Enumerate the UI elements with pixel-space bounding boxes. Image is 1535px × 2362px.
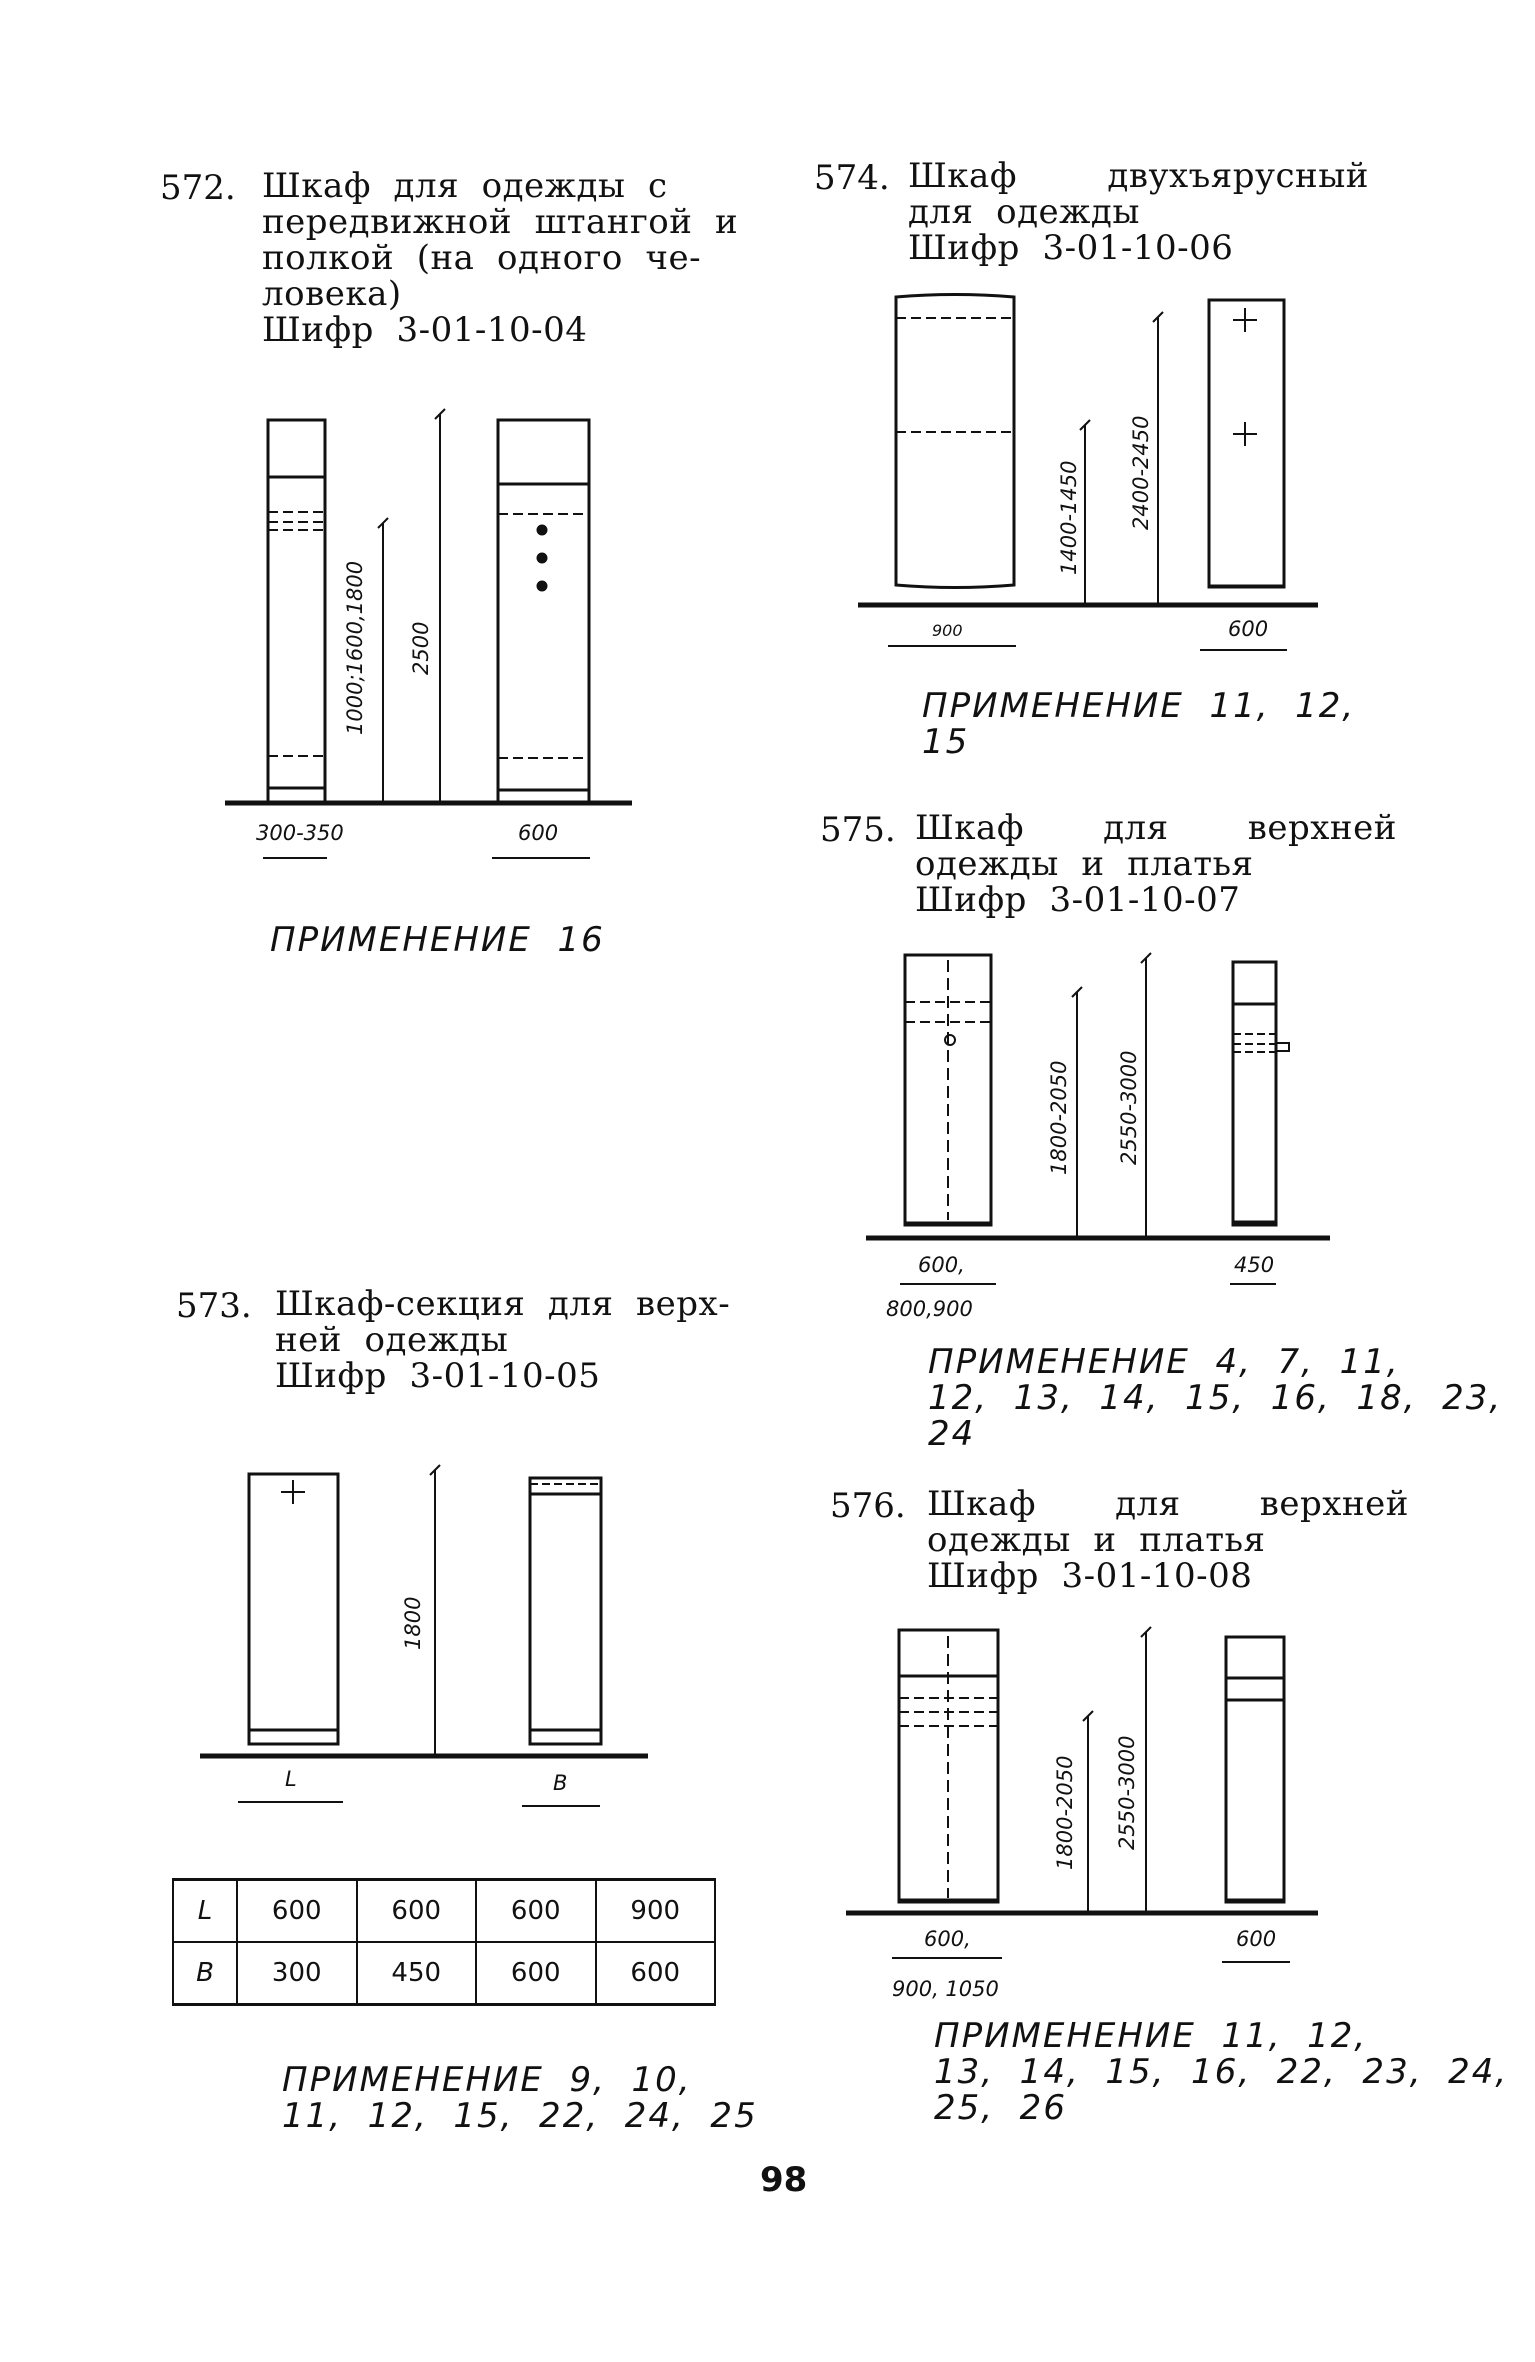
item-572-application: ПРИМЕНЕНИЕ 16 <box>270 922 605 958</box>
drawing-572 <box>225 408 632 859</box>
title-line: Шкаф двухъярусный <box>908 156 1369 196</box>
dim-575-height-range: 1800-2050 <box>1047 1061 1071 1175</box>
application-line: ПРИМЕНЕНИЕ 16 <box>270 920 605 960</box>
table-cell: 600 <box>476 1942 597 2005</box>
application-line: ПРИМЕНЕНИЕ 9, 10, <box>282 2060 692 2100</box>
dim-575-total-height: 2550-3000 <box>1117 1051 1141 1165</box>
item-573-title: Шкаф-секция для верх- ней одежды Шифр 3-… <box>275 1286 730 1394</box>
dim-574-depth: 600 <box>1228 617 1268 641</box>
dim-575-width: 600, <box>918 1253 965 1277</box>
item-576-number: 576. <box>830 1486 906 1526</box>
table-row: B 300 450 600 600 <box>173 1942 715 2005</box>
item-573-number: 573. <box>176 1286 252 1326</box>
item-573-code: Шифр 3-01-10-05 <box>275 1356 601 1396</box>
dim-572-width: 600 <box>518 821 558 845</box>
application-line: 11, 12, 15, 22, 24, 25 <box>282 2096 758 2136</box>
item-576-code: Шифр 3-01-10-08 <box>927 1556 1253 1596</box>
dim-572-depth: 300-350 <box>256 821 344 845</box>
drawing-575 <box>866 952 1330 1285</box>
title-line: полкой (на одного че- <box>262 238 702 278</box>
dim-576-width: 600, <box>924 1927 971 1951</box>
item-573-size-table: L 600 600 600 900 B 300 450 600 600 <box>172 1878 716 2006</box>
table-cell: 600 <box>630 1958 681 1988</box>
dim-573-total-height: 1800 <box>401 1597 425 1650</box>
table-cell: 600 <box>476 1879 597 1942</box>
title-line: Шкаф для одежды с <box>262 166 668 206</box>
dim-574-width: 900 <box>932 621 963 640</box>
dim-576-width-alt: 900, 1050 <box>892 1977 999 2001</box>
item-572-code: Шифр 3-01-10-04 <box>262 310 588 350</box>
item-575-code: Шифр 3-01-10-07 <box>915 880 1241 920</box>
dim-574-height-range: 1400-1450 <box>1057 461 1081 575</box>
table-cell: 450 <box>356 1942 477 2005</box>
item-574-title: Шкаф двухъярусный для одежды Шифр 3-01-1… <box>908 158 1369 266</box>
item-572-title: Шкаф для одежды с передвижной штангой и … <box>262 168 738 348</box>
dim-576-total-height: 2550-3000 <box>1115 1736 1139 1850</box>
dim-576-depth: 600 <box>1236 1927 1276 1951</box>
application-line: ПРИМЕНЕНИЕ 11, 12, <box>934 2016 1368 2056</box>
table-cell: 900 <box>630 1896 681 1926</box>
dim-575-depth: 450 <box>1234 1253 1274 1277</box>
application-line: 24 <box>928 1414 976 1454</box>
dim-575-width-alt: 800,900 <box>886 1297 973 1321</box>
item-574-number: 574. <box>814 158 890 198</box>
drawing-574 <box>858 293 1318 651</box>
title-line: одежды и платья <box>915 844 1254 884</box>
title-line: ней одежды <box>275 1320 509 1360</box>
item-573-application: ПРИМЕНЕНИЕ 9, 10, 11, 12, 15, 22, 24, 25 <box>282 2062 758 2134</box>
drawing-573 <box>200 1464 648 1807</box>
title-line: ловека) <box>262 274 402 314</box>
item-575-number: 575. <box>820 810 896 850</box>
item-575-application: ПРИМЕНЕНИЕ 4, 7, 11, 12, 13, 14, 15, 16,… <box>928 1344 1502 1452</box>
table-cell: 600 <box>237 1879 358 1942</box>
item-574-code: Шифр 3-01-10-06 <box>908 228 1234 268</box>
application-line: 15 <box>922 722 970 762</box>
table-row-label: B <box>173 1942 238 2005</box>
table-row-label: L <box>173 1879 238 1942</box>
dim-573-length-label: L <box>285 1767 297 1791</box>
title-line: Шкаф для верхней <box>915 808 1397 848</box>
item-575-title: Шкаф для верхней одежды и платья Шифр 3-… <box>915 810 1397 918</box>
application-line: 25, 26 <box>934 2088 1067 2128</box>
page-number: 98 <box>760 2160 808 2200</box>
application-line: 12, 13, 14, 15, 16, 18, 23, <box>928 1378 1503 1418</box>
item-576-title: Шкаф для верхней одежды и платья Шифр 3-… <box>927 1486 1409 1594</box>
drawing-576 <box>846 1626 1318 1963</box>
table-cell: 600 <box>356 1879 477 1942</box>
dim-573-depth-label: B <box>553 1771 567 1795</box>
dim-572-total-height: 2500 <box>409 622 433 675</box>
application-line: ПРИМЕНЕНИЕ 4, 7, 11, <box>928 1342 1400 1382</box>
title-line: Шкаф-секция для верх- <box>275 1284 731 1324</box>
table-cell: 300 <box>237 1942 358 2005</box>
dim-572-height-range: 1000;1600,1800 <box>343 561 367 735</box>
item-572-number: 572. <box>160 168 236 208</box>
item-576-application: ПРИМЕНЕНИЕ 11, 12, 13, 14, 15, 16, 22, 2… <box>934 2018 1508 2126</box>
title-line: Шкаф для верхней <box>927 1484 1409 1524</box>
application-line: 13, 14, 15, 16, 22, 23, 24, <box>934 2052 1509 2092</box>
item-574-application: ПРИМЕНЕНИЕ 11, 12, 15 <box>922 688 1355 760</box>
dim-576-height-range: 1800-2050 <box>1053 1756 1077 1870</box>
title-line: одежды и платья <box>927 1520 1266 1560</box>
title-line: для одежды <box>908 192 1140 232</box>
application-line: ПРИМЕНЕНИЕ 11, 12, <box>922 686 1356 726</box>
dim-574-total-height: 2400-2450 <box>1129 416 1153 530</box>
table-row: L 600 600 600 900 <box>173 1879 715 1942</box>
title-line: передвижной штангой и <box>262 202 739 242</box>
